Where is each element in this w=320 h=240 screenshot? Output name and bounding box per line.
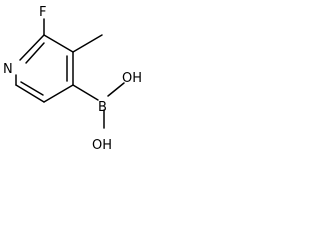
chemical-structure: F N B OH OH	[3, 5, 142, 153]
structure-canvas: F N B OH OH	[0, 0, 164, 178]
bond-c2-c3	[43, 34, 74, 53]
pyridine-ring	[15, 34, 74, 103]
hydroxyl-top-label: OH	[122, 71, 142, 86]
methyl-bond	[72, 34, 103, 53]
bond-c5-c6	[15, 84, 45, 103]
bond-c4-b	[72, 84, 99, 101]
nitrogen-atom-label: N	[3, 62, 13, 77]
bond-n-c2-inner	[25, 42, 45, 64]
bond-c5-c6-inner	[20, 81, 44, 96]
bond-b-oh-top	[107, 82, 125, 97]
fluorine-atom-label: F	[39, 5, 46, 20]
hydroxyl-bottom-label: OH	[92, 138, 112, 153]
boron-atom-label: B	[98, 100, 107, 115]
bond-n-c2	[19, 34, 45, 61]
bond-c4-c5	[43, 84, 74, 103]
